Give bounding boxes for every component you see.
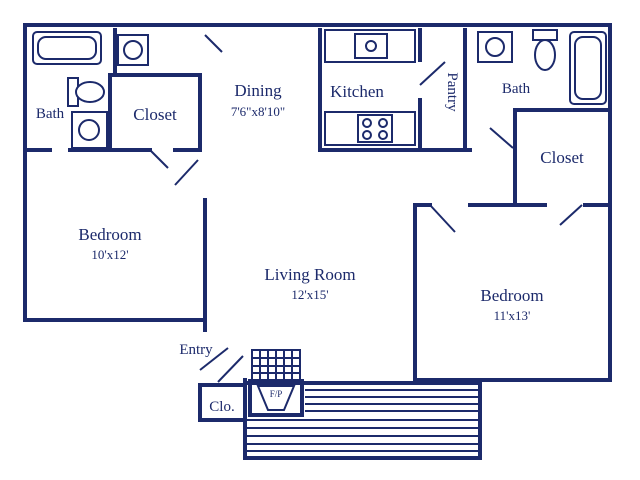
- toilet-right-tank: [532, 29, 558, 41]
- sink-left: [71, 111, 108, 149]
- label-pantry: Pantry: [444, 72, 460, 112]
- doors: [149, 34, 583, 383]
- bathtub-right: [569, 31, 607, 105]
- bathtub-right-basin: [574, 36, 602, 100]
- label-bath-left: Bath: [36, 106, 65, 122]
- fireplace: [248, 349, 304, 417]
- door-entry: [199, 347, 229, 371]
- toilet-right-bowl: [534, 39, 556, 71]
- sink-right-basin: [485, 37, 505, 57]
- bathtub-left: [32, 31, 102, 65]
- door-closet-right: [559, 204, 583, 226]
- dims-bedroom-right: 11'x13': [494, 308, 531, 323]
- stove-burner-4: [378, 130, 388, 140]
- label-fireplace: F/P: [270, 389, 283, 399]
- patio-deck: [243, 381, 482, 460]
- label-kitchen: Kitchen: [330, 82, 384, 101]
- label-closet-right: Closet: [540, 148, 584, 167]
- label-entry: Entry: [179, 342, 213, 358]
- kitchen-sink-drain: [365, 40, 377, 52]
- dims-dining: 7'6"x8'10": [231, 104, 285, 119]
- kitchen-sink: [354, 33, 388, 59]
- door-closet-left: [174, 159, 199, 186]
- interior-walls: [23, 28, 612, 207]
- dims-living-room: 12'x15': [291, 287, 328, 302]
- fireplace-firebox: [256, 385, 296, 411]
- stove-burner-1: [362, 118, 372, 128]
- door-pantry: [419, 61, 446, 86]
- stove: [357, 114, 393, 143]
- label-closet-entry: Clo.: [209, 399, 234, 415]
- label-dining: Dining: [234, 81, 282, 100]
- kitchen-upper-counter: [324, 29, 416, 63]
- toilet-left-bowl: [75, 81, 105, 103]
- label-bedroom-right: Bedroom: [480, 286, 543, 305]
- door-bedroom-left: [149, 149, 169, 169]
- label-bath-right: Bath: [502, 81, 531, 97]
- washer-left-drum: [123, 40, 143, 60]
- room-labels: Dining 7'6"x8'10" Kitchen Pantry Bath Cl…: [36, 72, 584, 415]
- label-living-room: Living Room: [264, 265, 355, 284]
- bath-right-fixtures: [477, 29, 607, 105]
- washer-left: [117, 34, 149, 66]
- door-bath-right: [489, 127, 514, 149]
- kitchen-fixtures: [324, 29, 416, 146]
- door-closet-entry: [217, 355, 244, 383]
- bathtub-left-basin: [37, 36, 97, 60]
- dims-bedroom-left: 10'x12': [91, 247, 128, 262]
- kitchen-lower-counter: [324, 111, 416, 146]
- wall-top: [23, 23, 612, 322]
- sink-right: [477, 31, 513, 63]
- bath-left-fixtures: [32, 31, 149, 149]
- label-bedroom-left: Bedroom: [78, 225, 141, 244]
- stove-burner-2: [378, 118, 388, 128]
- label-closet-left: Closet: [133, 105, 177, 124]
- door-dining: [204, 34, 223, 53]
- stove-burner-3: [362, 130, 372, 140]
- sink-left-basin: [78, 119, 100, 141]
- door-bedroom-right: [429, 204, 456, 233]
- exterior-walls: [23, 23, 612, 422]
